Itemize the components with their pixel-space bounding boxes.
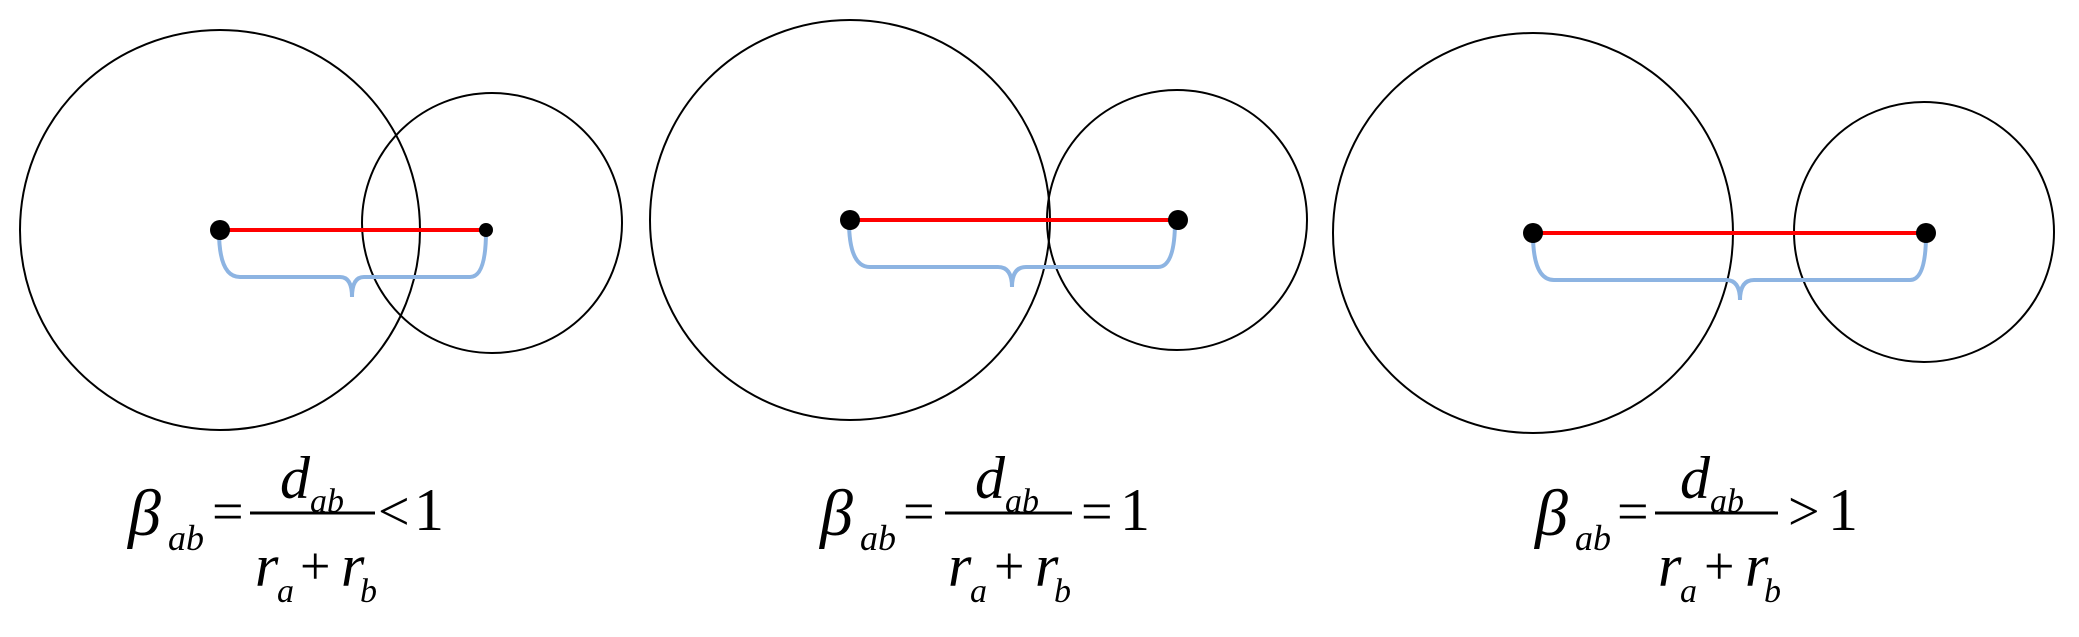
- relation-value: 1: [414, 477, 444, 543]
- center-dot-b: [1168, 210, 1188, 230]
- beta-symbol: β: [818, 477, 853, 550]
- equals-sign: =: [1617, 481, 1649, 543]
- center-dot-a: [210, 220, 230, 240]
- plus-sign: +: [300, 536, 330, 596]
- denominator-sub-a: a: [277, 573, 294, 610]
- numerator-d: d: [975, 445, 1006, 511]
- relation-sign: =: [1081, 481, 1113, 543]
- distance-brace: [217, 229, 488, 298]
- denominator-r-b: r: [1745, 533, 1769, 599]
- denominator-r-b: r: [341, 533, 365, 599]
- circle-b: [361, 92, 623, 354]
- denominator-r-a: r: [948, 533, 972, 599]
- denominator-sub-a: a: [1680, 573, 1697, 610]
- center-dot-b: [1916, 223, 1936, 243]
- beta-subscript: ab: [860, 518, 896, 558]
- center-dot-a: [1523, 223, 1543, 243]
- denominator-r-a: r: [1658, 533, 1682, 599]
- panel-tangent: β ab = d ab r a + r b = 1: [649, 19, 1308, 610]
- panel-overlapping: β ab = d ab r a + r b < 1: [19, 29, 623, 610]
- distance-brace: [847, 219, 1177, 288]
- denominator-r-a: r: [255, 533, 279, 599]
- beta-subscript: ab: [1575, 518, 1611, 558]
- distance-brace: [1531, 232, 1928, 301]
- denominator-r-b: r: [1035, 533, 1059, 599]
- denominator-sub-b: b: [360, 573, 377, 610]
- center-dot-b: [479, 223, 493, 237]
- relation-sign: <: [378, 481, 410, 543]
- denominator-sub-b: b: [1764, 573, 1781, 610]
- plus-sign: +: [994, 536, 1024, 596]
- center-dot-a: [840, 210, 860, 230]
- relation-sign: >: [1788, 481, 1820, 543]
- equals-sign: =: [212, 481, 244, 543]
- denominator-sub-a: a: [970, 573, 987, 610]
- numerator-d: d: [280, 445, 311, 511]
- panel-separated: β ab = d ab r a + r b > 1: [1332, 32, 2055, 610]
- denominator-sub-b: b: [1054, 573, 1071, 610]
- formula: β ab = d ab r a + r b < 1: [126, 445, 444, 610]
- formula: β ab = d ab r a + r b > 1: [1533, 445, 1858, 610]
- relation-value: 1: [1120, 477, 1150, 543]
- relation-value: 1: [1828, 477, 1858, 543]
- equals-sign: =: [903, 481, 935, 543]
- plus-sign: +: [1704, 536, 1734, 596]
- beta-symbol: β: [1533, 477, 1568, 550]
- formula: β ab = d ab r a + r b = 1: [818, 445, 1150, 610]
- beta-symbol: β: [126, 477, 161, 550]
- beta-subscript: ab: [168, 518, 204, 558]
- numerator-d: d: [1680, 445, 1711, 511]
